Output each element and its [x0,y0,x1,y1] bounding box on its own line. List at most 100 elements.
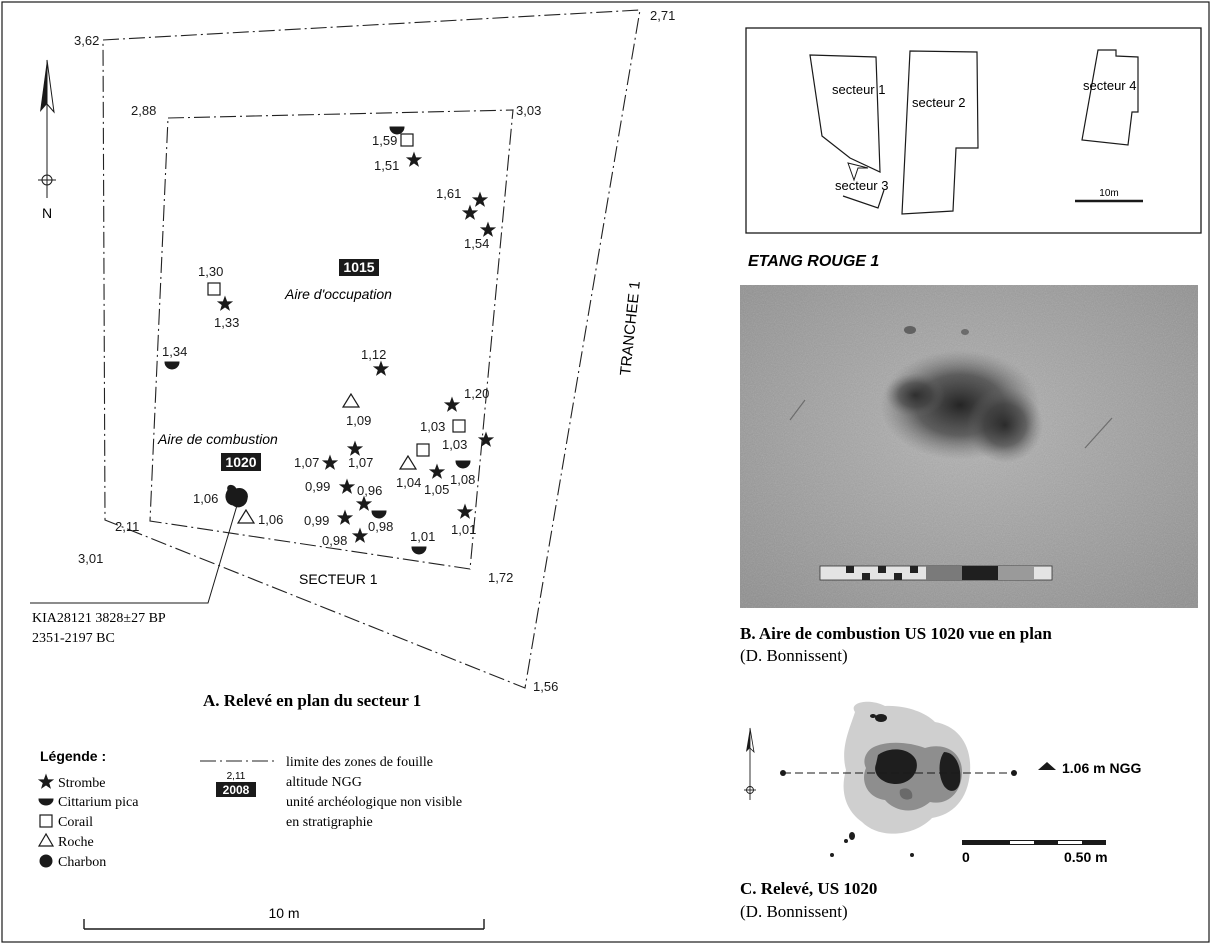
find-altitude: 1,01 [410,529,435,544]
stain-dark-2 [939,752,961,791]
find-altitude: 1,03 [420,419,445,434]
legend-label: Corail [58,815,93,830]
sector-2-outline [901,50,979,215]
find-altitude: 1,12 [361,347,386,362]
find-altitude: 0,98 [368,519,393,534]
strombe-icon [356,496,372,511]
corner-altitude: 2,11 [115,519,139,534]
corail-icon [452,419,466,433]
scale-bar-label: 10 m [268,905,299,921]
unit-1015-number: 1015 [343,259,374,275]
site-map-frame [745,27,1202,234]
find-altitude: 1,54 [464,236,489,251]
find-altitude: 1,51 [374,158,399,173]
legend-label: Charbon [58,855,106,870]
strombe-icon [217,296,233,311]
sector-3-outline [842,189,885,209]
legend-desc: unité archéologique non visible [286,795,462,810]
corner-altitude: 1,56 [533,679,558,694]
find-altitude: 1,34 [162,344,187,359]
profile-scale-max: 0.50 m [1064,849,1108,865]
finds-symbols [164,126,496,555]
legend-title: Légende : [40,748,106,764]
legend-desc: en stratigraphie [286,815,373,830]
plan-sector-1: N 3,62 2,71 2,88 3,03 2,11 3,01 1,72 1,5… [30,8,675,710]
sector-1-outline [809,54,881,173]
cittarium-icon [411,546,427,555]
strombe-icon [457,504,473,519]
stain-dark-1 [875,749,917,784]
panel-c-credit: (D. Bonnissent) [740,902,848,921]
find-altitude: 1,33 [214,315,239,330]
corner-altitude: 2,71 [650,8,675,23]
find-altitude: 1,07 [348,455,373,470]
corner-altitude: 3,62 [74,33,99,48]
strombe-icon [337,510,353,525]
find-altitude: 1,09 [346,413,371,428]
find-altitude: 0,96 [357,483,382,498]
find-altitude: 1,06 [193,491,218,506]
roche-icon [398,454,418,470]
roche-icon [341,392,361,408]
cittarium-icon [455,460,471,469]
charbon-icon [225,484,248,508]
corail-icon [39,814,53,828]
corner-altitude: 2,88 [131,103,156,118]
corner-altitude: 3,01 [78,551,103,566]
legend: Légende : Strombe Cittarium pica Corail … [37,748,485,930]
unit-1015-tag [339,259,379,276]
strombe-icon [429,464,445,479]
dating-line-1: KIA28121 3828±27 BP [32,611,166,626]
roche-icon [236,508,256,524]
find-altitude: 0,99 [304,513,329,528]
legend-unit-tag [216,782,256,797]
sector-1-label: secteur 1 [832,82,885,97]
scale-bar-10m [83,919,485,930]
find-altitude: 1,07 [294,455,319,470]
find-altitude: 1,30 [198,264,223,279]
find-altitude: 1,59 [372,133,397,148]
panel-b-credit: (D. Bonnissent) [740,646,848,665]
corail-icon [400,133,414,147]
cittarium-icon [38,798,54,806]
legend-desc: altitude NGG [286,775,362,790]
unit-1020-number: 1020 [225,454,256,470]
unit-1020-label: Aire de combustion [157,431,278,447]
sector-4-outline [1081,49,1139,146]
corail-icon [207,282,221,296]
north-arrow [38,59,56,198]
find-altitude: 1,04 [396,475,421,490]
strombe-icon [38,774,54,789]
site-map-scale-label: 10m [1099,188,1118,199]
panel-c-caption: C. Relevé, US 1020 [740,879,877,898]
profile-us-1020 [744,701,1106,857]
strombe-icon [406,152,422,167]
profile-scale-bar [962,840,1106,845]
find-altitude: 0,99 [305,479,330,494]
legend-label: Cittarium pica [58,795,139,810]
find-altitude: 1,20 [464,386,489,401]
charbon-icon [39,854,53,868]
trench-label: TRANCHEE 1 [617,280,644,376]
finds-labels: 1,59 1,51 1,61 1,54 1,30 1,33 1,34 1,12 … [162,133,489,548]
elevation-marker-icon [1038,762,1056,770]
inner-sector-limit [149,109,514,570]
strombe-icon [472,192,488,207]
sector-4-label: secteur 4 [1083,78,1136,93]
find-altitude: 1,06 [258,512,283,527]
outer-excavation-limit [102,9,641,689]
unit-1020-tag [221,453,261,471]
sector-2-label: secteur 2 [912,95,965,110]
panel-b-caption: B. Aire de combustion US 1020 vue en pla… [740,624,1052,643]
corner-altitude: 3,03 [516,103,541,118]
strombe-icon [462,205,478,220]
photo-ruler [819,565,1053,581]
find-altitude: 1,61 [436,186,461,201]
strombe-icon [322,455,338,470]
find-altitude: 1,03 [442,437,467,452]
strombe-icon [373,361,389,376]
site-map-title: ETANG ROUGE 1 [748,253,879,270]
find-altitude: 0,98 [322,533,347,548]
panel-a-caption: A. Relevé en plan du secteur 1 [203,691,421,710]
